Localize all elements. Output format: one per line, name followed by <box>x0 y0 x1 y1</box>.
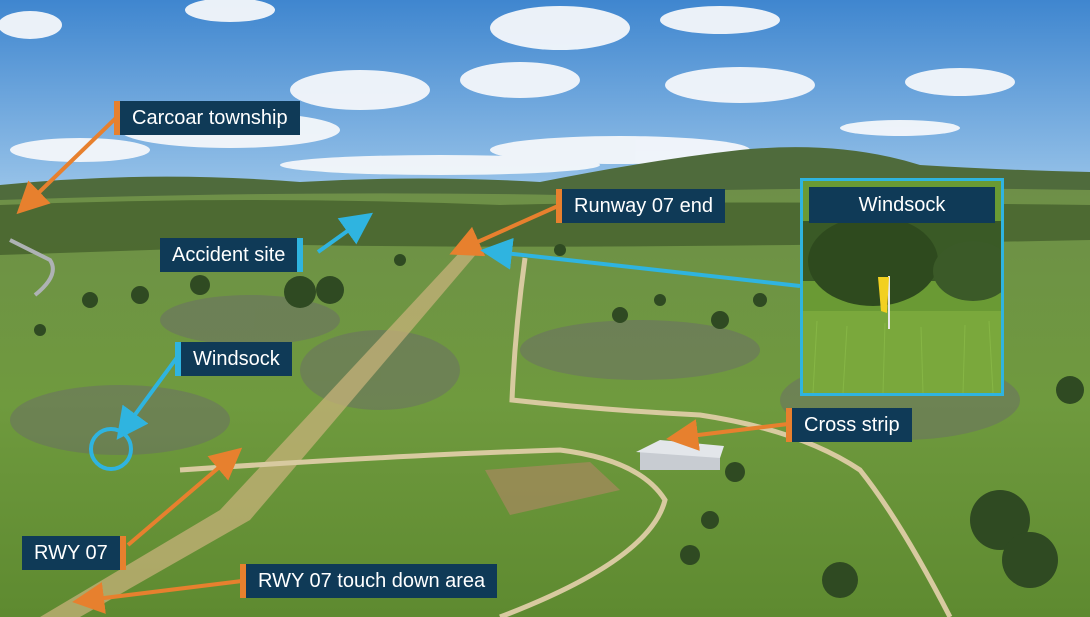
dam <box>485 462 620 515</box>
label-accident-site: Accident site <box>160 238 304 272</box>
label-cross-strip: Cross strip <box>786 408 912 442</box>
runway-strip <box>40 252 478 617</box>
label-runway-07-end: Runway 07 end <box>556 189 725 223</box>
label-windsock: Windsock <box>175 342 292 376</box>
windsock-inset: Windsock <box>800 178 1004 396</box>
label-carcoar-township: Carcoar township <box>114 101 300 135</box>
label-rwy-07-touchdown: RWY 07 touch down area <box>240 564 498 598</box>
access-track <box>179 447 668 617</box>
windsock-sock <box>878 277 889 313</box>
road <box>9 238 55 297</box>
cross-strip-track <box>509 257 953 617</box>
label-rwy-07: RWY 07 <box>22 536 126 570</box>
windsock-inset-title: Windsock <box>809 187 995 223</box>
